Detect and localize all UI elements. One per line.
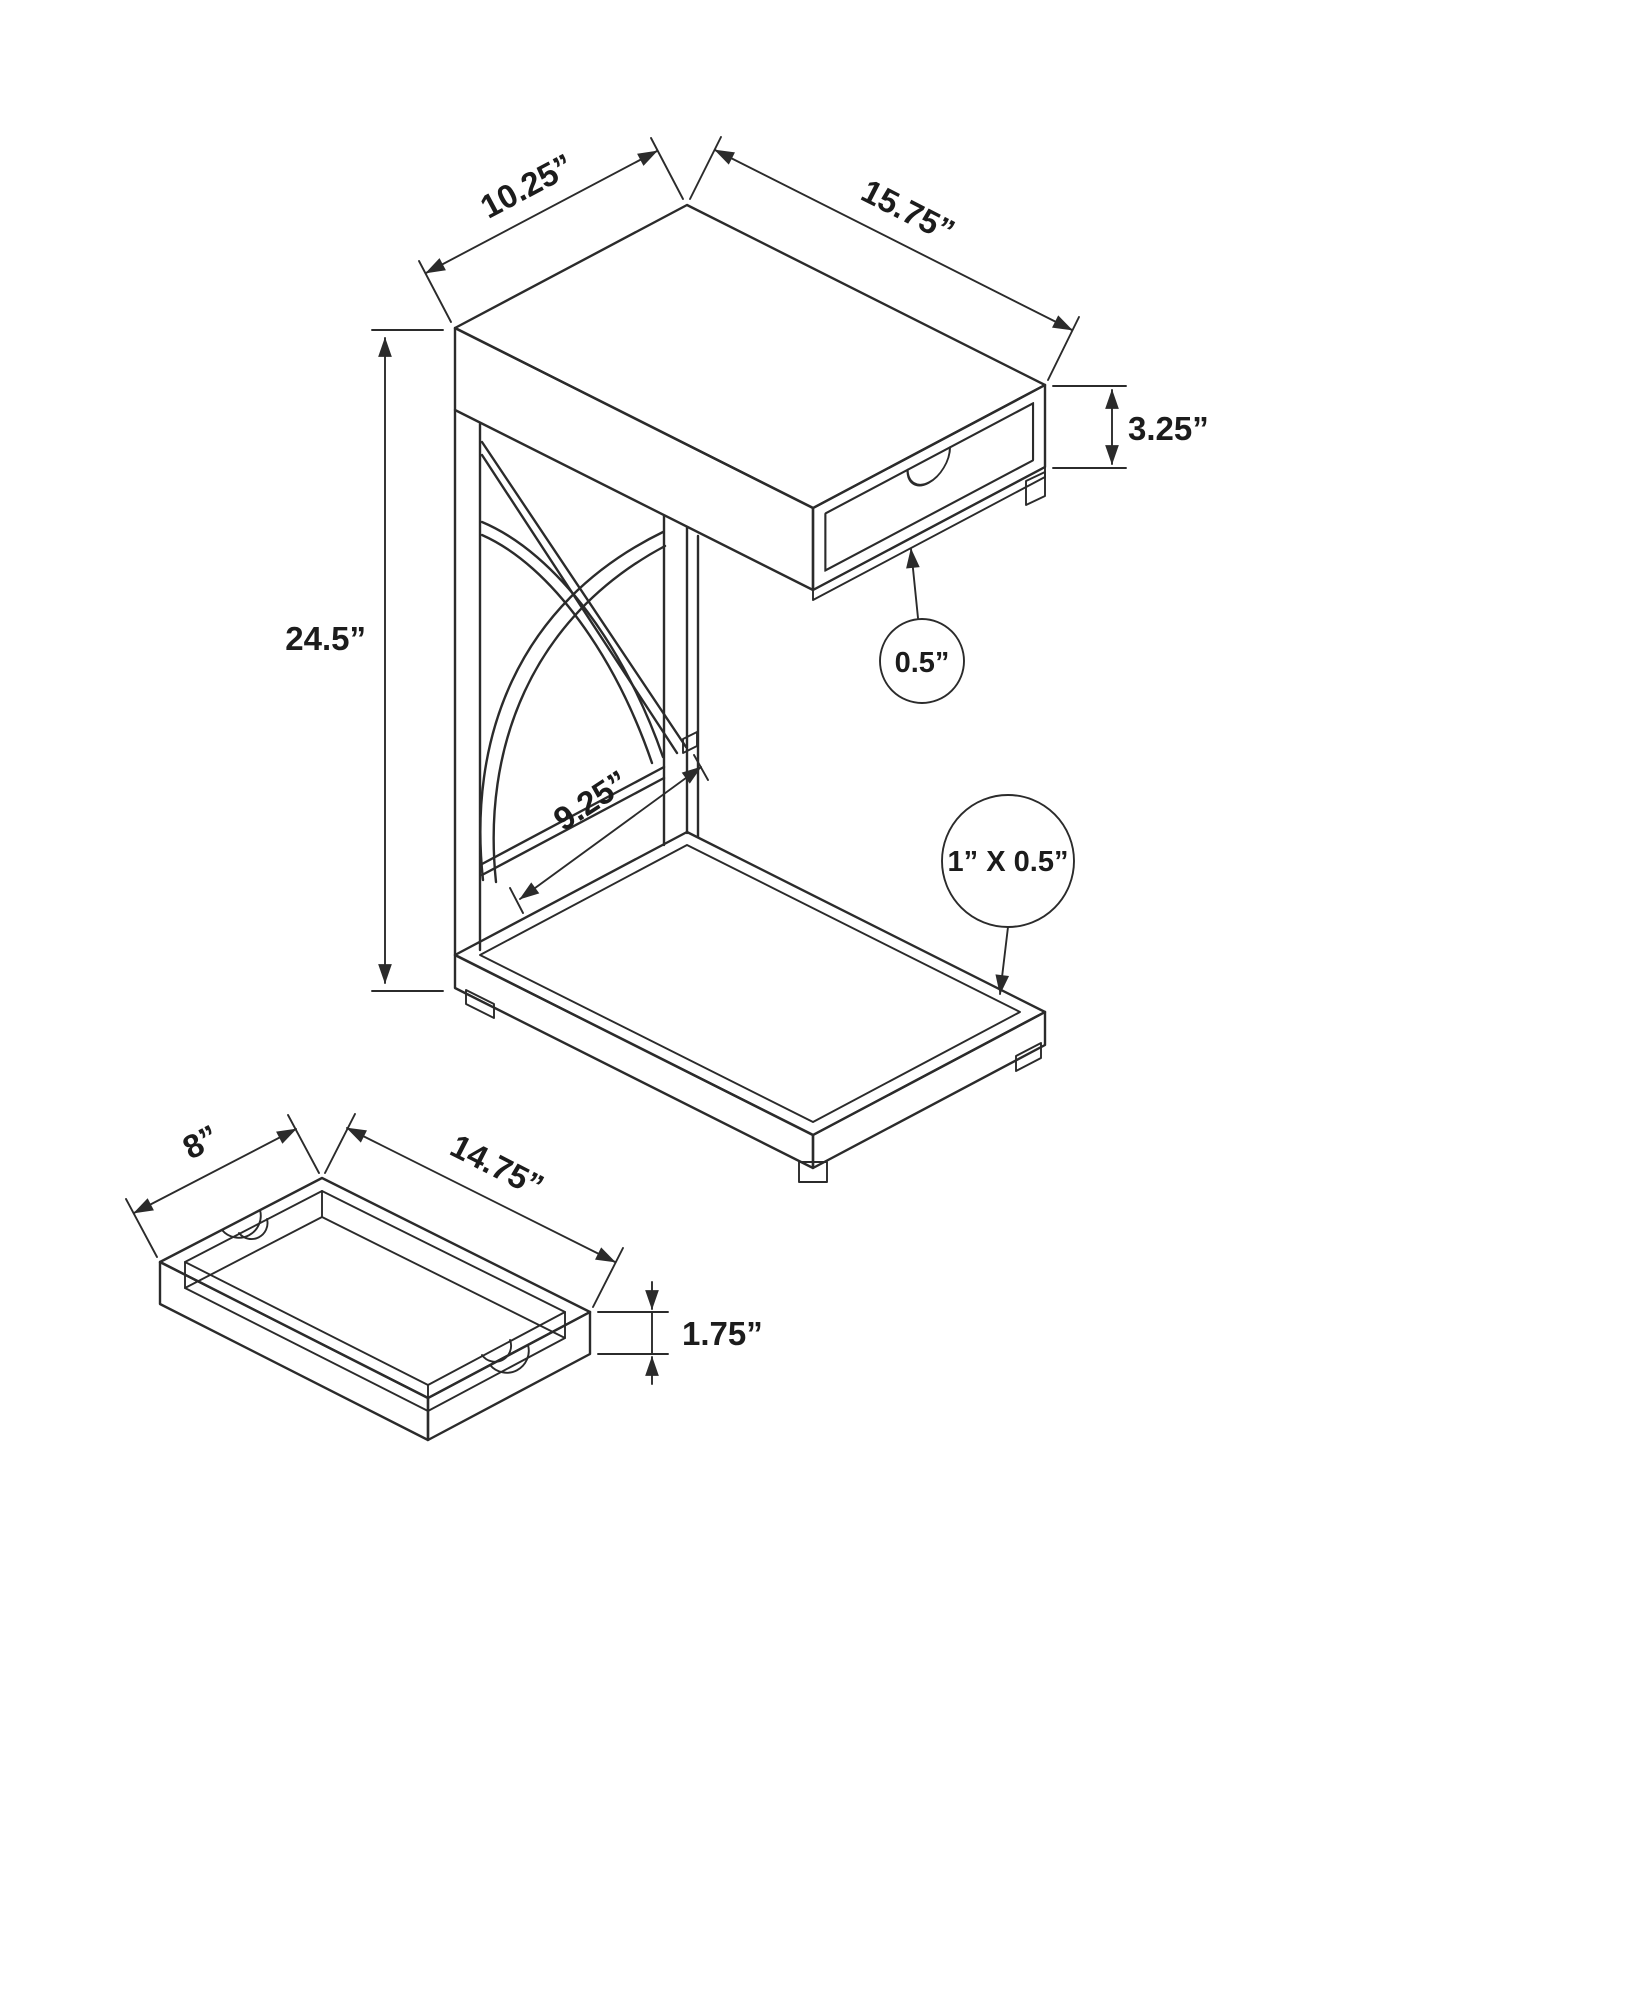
dim-frame-profile-label: 1” X 0.5” — [948, 846, 1069, 878]
base-foot-left — [465, 989, 495, 1019]
drawer-handle-notch — [906, 446, 952, 487]
dim-top-width-label: 15.75” — [856, 172, 961, 250]
tray-handle-notch-rear-inner — [238, 1218, 269, 1240]
dim-drawer-reveal-label: 0.5” — [895, 647, 950, 679]
extension-line — [1047, 316, 1080, 381]
extension-line — [689, 136, 722, 200]
callout-frame-profile: 1” X 0.5” — [941, 794, 1075, 995]
dim-tray-height: 1.75” — [597, 1281, 763, 1385]
dim-tray-height-label: 1.75” — [682, 1315, 763, 1352]
extension-line — [418, 260, 452, 323]
lattice-arc-1b — [492, 544, 667, 884]
drawer-slide-tab — [1025, 471, 1046, 506]
dim-top-depth-label: 10.25” — [474, 146, 579, 225]
tray-left-wall — [158, 1260, 430, 1442]
base-platform — [453, 830, 1047, 1183]
tray-dimensions: 8” 14.75” 1.75” — [125, 1113, 763, 1385]
table-dimensions: 10.25” 15.75” 3.25” 24.5” 0.5” — [285, 136, 1209, 995]
tray-outer-rim — [158, 1176, 592, 1400]
base-front-face — [811, 1010, 1047, 1170]
extension-line — [592, 1247, 624, 1308]
extension-line — [509, 887, 524, 914]
tray-floor — [184, 1216, 566, 1412]
dim-overall-height-label: 24.5” — [285, 620, 366, 657]
dimension-line — [346, 1127, 616, 1263]
dim-inner-clearance-label: 9.25” — [547, 763, 635, 838]
tray-view — [158, 1176, 592, 1442]
rail-bracket — [682, 731, 698, 754]
dim-tray-width-label: 14.75” — [445, 1127, 550, 1205]
dim-tray-depth-label: 8” — [177, 1117, 225, 1166]
dim-top-depth: 10.25” — [418, 137, 684, 323]
drawer-bottom-rail — [812, 466, 1046, 601]
callout-drawer-reveal: 0.5” — [879, 548, 965, 704]
callout-circle — [879, 618, 965, 704]
lattice-diagonal-a — [480, 440, 688, 749]
lattice-arc-2a — [480, 520, 665, 759]
base-foot-front — [798, 1161, 828, 1183]
dim-drawer-height: 3.25” — [1052, 385, 1209, 469]
dimension-line — [133, 1128, 297, 1214]
dim-tray-depth: 8” — [125, 1114, 320, 1258]
drawer-front-panel — [824, 402, 1035, 572]
leader-line — [995, 926, 1010, 995]
extension-line — [287, 1114, 320, 1174]
extension-line — [650, 137, 684, 200]
table-view — [453, 203, 1047, 1183]
dimension-line — [714, 149, 1073, 331]
dim-drawer-height-label: 3.25” — [1128, 410, 1209, 447]
base-foot-right — [1015, 1042, 1042, 1072]
lattice-arc-2b — [480, 533, 654, 765]
dim-top-width: 15.75” — [689, 136, 1080, 381]
dim-overall-height: 24.5” — [285, 329, 444, 992]
dim-tray-width: 14.75” — [324, 1113, 624, 1308]
table-top-face — [453, 203, 1047, 510]
side-panel-lattice — [479, 440, 698, 884]
base-top-inset — [479, 844, 1021, 1123]
extension-line — [125, 1198, 158, 1258]
dimension-line — [519, 766, 702, 900]
tray-front-wall — [426, 1310, 592, 1442]
leader-line — [906, 548, 920, 619]
lattice-arc-1a — [479, 530, 665, 882]
tray-handle-notch-front-outer — [489, 1344, 530, 1374]
extension-line — [324, 1113, 356, 1174]
tray-handle-notch-front-inner — [481, 1339, 513, 1363]
base-left-face — [453, 953, 815, 1170]
drawer-face-outline — [824, 402, 1035, 572]
lattice-diagonal-b — [480, 453, 679, 755]
tray-handle-notch-rear-outer — [221, 1209, 262, 1239]
callout-circle — [941, 794, 1075, 928]
dimension-line — [425, 150, 658, 274]
